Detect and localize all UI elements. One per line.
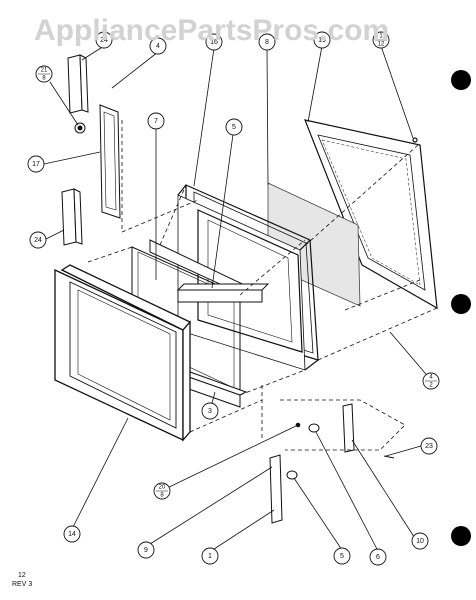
- callout-23: 23: [420, 437, 438, 455]
- part-front-door: [54, 264, 192, 442]
- revision-label: REV 3: [12, 581, 32, 588]
- callout-label: 16: [210, 39, 218, 46]
- callout-4-2: 42: [422, 372, 440, 390]
- binder-hole-top: [451, 70, 471, 90]
- leader-lines: [43, 45, 432, 552]
- callout-denominator: 12: [378, 42, 385, 48]
- callout-label: 23: [425, 443, 433, 450]
- page-number: 12: [18, 572, 26, 579]
- callout-label: 10: [416, 538, 424, 545]
- callout-24-top: 24: [95, 31, 113, 49]
- callout-label: 17: [32, 161, 40, 168]
- callout-numerator: 1: [379, 34, 383, 40]
- callout-label: 19: [318, 37, 326, 44]
- callout-5-top: 5: [225, 118, 243, 136]
- callout-numerator: 20: [159, 485, 166, 491]
- callout-8-top: 8: [258, 33, 276, 51]
- callout-label: 6: [376, 554, 380, 561]
- callout-17: 17: [27, 155, 45, 173]
- part-left-brackets: [61, 54, 121, 246]
- callouts: 24 4 218 17 24 16 8 19 112 7 5 42 3 14 2…: [27, 31, 440, 566]
- callout-7: 7: [147, 112, 165, 130]
- callout-24-bot: 24: [29, 231, 47, 249]
- callout-label: 3: [208, 408, 212, 415]
- binder-hole-middle: [451, 294, 471, 314]
- callout-label: 4: [156, 43, 160, 50]
- callout-numerator: 21: [41, 68, 48, 74]
- callout-5-bot: 5: [333, 547, 351, 565]
- callout-denominator: 8: [42, 76, 46, 82]
- callout-1-12: 112: [372, 31, 390, 49]
- callout-denominator: 2: [429, 383, 433, 389]
- callout-20-8: 208: [153, 482, 171, 500]
- callout-label: 8: [265, 39, 269, 46]
- callout-label: 1: [208, 553, 212, 560]
- callout-14: 14: [63, 525, 81, 543]
- callout-19: 19: [313, 31, 331, 49]
- callout-9: 9: [137, 541, 155, 559]
- callout-6: 6: [369, 548, 387, 566]
- callout-label: 24: [34, 237, 42, 244]
- part-door-frame: [177, 184, 319, 371]
- callout-4-top: 4: [149, 37, 167, 55]
- callout-label: 9: [144, 547, 148, 554]
- callout-label: 24: [100, 37, 108, 44]
- callout-3: 3: [201, 402, 219, 420]
- callout-21-8: 218: [35, 65, 53, 83]
- callout-label: 14: [68, 531, 76, 538]
- callout-label: 7: [154, 118, 158, 125]
- binder-holes: [451, 70, 471, 546]
- binder-hole-bottom: [451, 526, 471, 546]
- callout-label: 5: [232, 124, 236, 131]
- callout-1: 1: [201, 547, 219, 565]
- callout-label: 5: [340, 553, 344, 560]
- assembly-guide-lines: [87, 120, 438, 451]
- callout-16: 16: [205, 33, 223, 51]
- callout-10: 10: [411, 532, 429, 550]
- callout-numerator: 4: [429, 375, 433, 381]
- callout-denominator: 8: [160, 493, 164, 499]
- part-hinge-assembly: [269, 403, 395, 524]
- watermark-text: AppliancePartsPros.com: [34, 14, 389, 47]
